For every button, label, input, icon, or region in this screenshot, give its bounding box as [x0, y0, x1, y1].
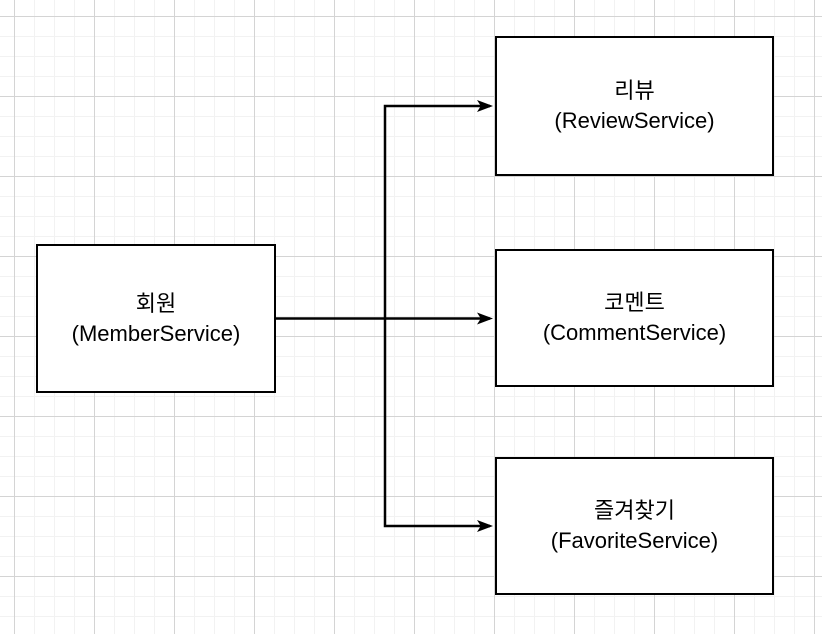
node-title: 코멘트: [604, 290, 665, 315]
node-title: 리뷰: [614, 78, 655, 103]
node-title: 즐겨찾기: [594, 498, 675, 523]
node-subtitle: (CommentService): [542, 320, 727, 345]
node-subtitle: (ReviewService): [554, 108, 715, 133]
node-subtitle: (FavoriteService): [550, 528, 719, 553]
node-title: 회원: [135, 290, 177, 316]
edge-member-to-review[interactable]: [383, 100, 493, 319]
node-member-service[interactable]: 회원 (MemberService): [36, 244, 276, 393]
node-comment-service[interactable]: 코멘트 (CommentService): [495, 249, 774, 387]
node-subtitle: (MemberService): [71, 320, 241, 346]
edge-member-to-favorite[interactable]: [383, 318, 493, 532]
node-review-service[interactable]: 리뷰 (ReviewService): [495, 36, 774, 176]
node-favorite-service[interactable]: 즐겨찾기 (FavoriteService): [495, 457, 774, 595]
